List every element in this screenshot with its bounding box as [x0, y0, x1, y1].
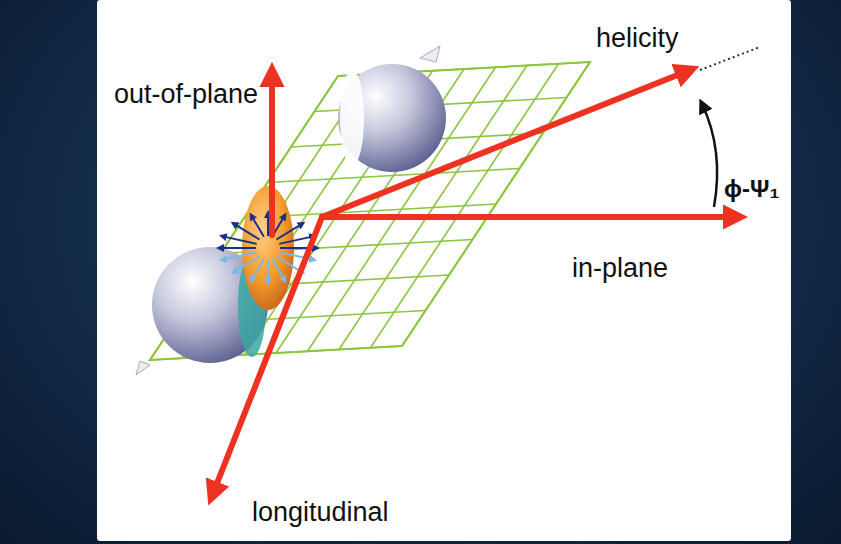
- axis-label: in-plane: [572, 254, 668, 284]
- angle-label: ϕ-Ψ₁: [724, 176, 779, 202]
- axis-label: helicity: [596, 24, 679, 54]
- nucleus-right: [338, 46, 446, 172]
- axis-label: out-of-plane: [114, 80, 258, 110]
- axis-label: longitudinal: [252, 498, 389, 528]
- axes: [212, 70, 738, 496]
- angle-arc: [702, 104, 717, 207]
- dotted-guide: [700, 47, 760, 70]
